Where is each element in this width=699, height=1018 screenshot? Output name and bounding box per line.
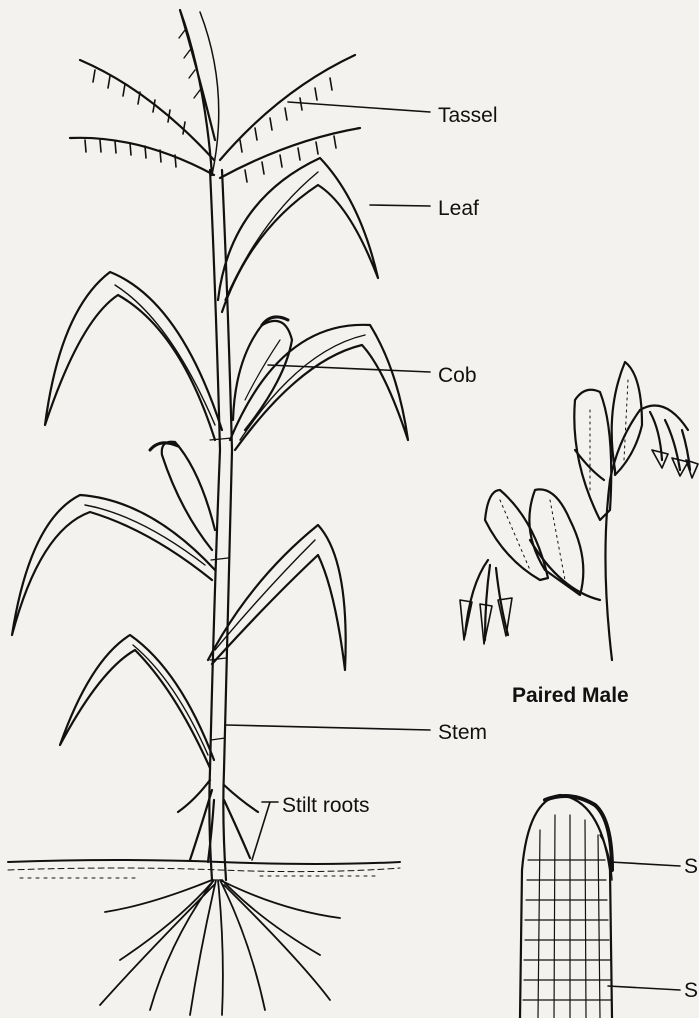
fibrous-roots [100,880,340,1015]
leaf-upper-right [218,158,378,312]
label-leaf: Leaf [438,198,479,219]
label-cob: Cob [438,365,477,386]
tassel [70,10,360,182]
label-tassel: Tassel [438,105,498,126]
label-cut-1: S [684,856,698,877]
ground-line [8,860,400,878]
stilt-roots [178,780,258,862]
leaf-left-3 [60,635,214,768]
label-stilt-roots: Stilt roots [282,795,370,816]
label-stem: Stem [438,722,487,743]
leaf-left-2 [12,495,215,635]
cob-cross-section [520,795,680,1018]
leaf-left-1 [45,272,222,440]
label-paired-male: Paired Male [512,685,629,706]
label-cut-2: S [684,980,698,1001]
pointer-lines [226,102,430,860]
paired-male-spikelets [460,362,698,660]
leaf-cob-right [230,325,408,450]
